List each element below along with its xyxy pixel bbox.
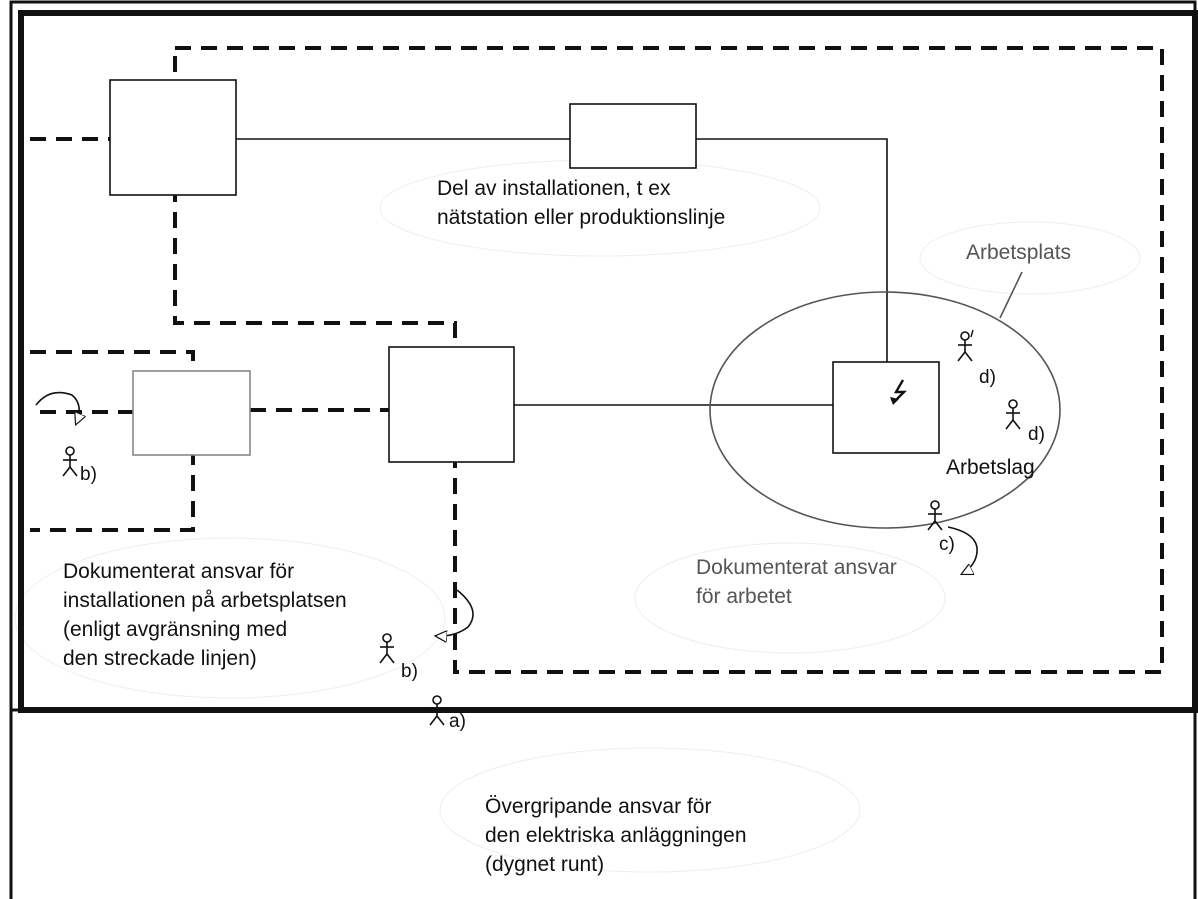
overall-responsibility-label-line2: den elektriska anläggningen (485, 824, 747, 847)
role-tag-c: c) (939, 534, 955, 555)
curved-arrow-icon-b1 (35, 391, 79, 424)
work-responsibility-label-line2: för arbetet (696, 585, 792, 608)
role-tag-a: a) (449, 711, 466, 732)
area-frame (18, 10, 1198, 713)
connector-to-workplace (696, 138, 888, 362)
curved-arrow-icon-b2 (436, 589, 474, 636)
overall-responsibility-label-line3: (dygnet runt) (485, 853, 604, 876)
switchgear-box-top (109, 79, 237, 196)
label-backgrounds (14, 159, 1141, 873)
installation-part-box (569, 103, 697, 169)
stick-figure-icon-d1 (957, 331, 973, 362)
role-tag-d2: d) (1028, 424, 1045, 445)
workplace-ellipse (709, 291, 1061, 529)
installation-responsibility-label-line4: den streckade linjen) (63, 647, 257, 670)
work-team-label: Arbetslag (946, 456, 1035, 479)
tool-icon (970, 329, 974, 338)
stick-figure-icon-b1 (62, 446, 78, 477)
installation-boundary-dashed (173, 46, 1164, 674)
switchgear-box-mid (388, 346, 515, 463)
workplace-pointer (999, 271, 1023, 319)
role-tag-d1: d) (979, 367, 996, 388)
overall-responsibility-label-line1: Övergripande ansvar för (485, 795, 711, 818)
workplace-label: Arbetsplats (966, 241, 1071, 264)
installation-part-label-line2: nätstation eller produktionslinje (437, 206, 725, 229)
lightning-bolt-arrowhead (890, 397, 899, 405)
lightning-bolt-icon (893, 379, 907, 403)
installation-responsibility-label-line3: (enligt avgränsning med (63, 618, 287, 641)
left-area-boundary-dashed (30, 350, 195, 532)
stick-figure-icon-d2 (1005, 399, 1021, 430)
role-tag-b2: b) (401, 661, 418, 682)
stick-figure-icon-c (927, 500, 943, 531)
work-responsibility-label-line1: Dokumenterat ansvar (696, 556, 897, 579)
role-tag-b1: b) (80, 464, 97, 485)
curved-arrow-icon-c (947, 526, 978, 574)
installation-responsibility-label-line1: Dokumenterat ansvar för (63, 560, 294, 583)
equipment-box-left (132, 370, 251, 456)
installation-part-label-line1: Del av installationen, t ex (437, 177, 671, 200)
installation-responsibility-label-line2: installationen på arbetsplatsen (63, 589, 347, 612)
work-object-box (832, 361, 940, 454)
